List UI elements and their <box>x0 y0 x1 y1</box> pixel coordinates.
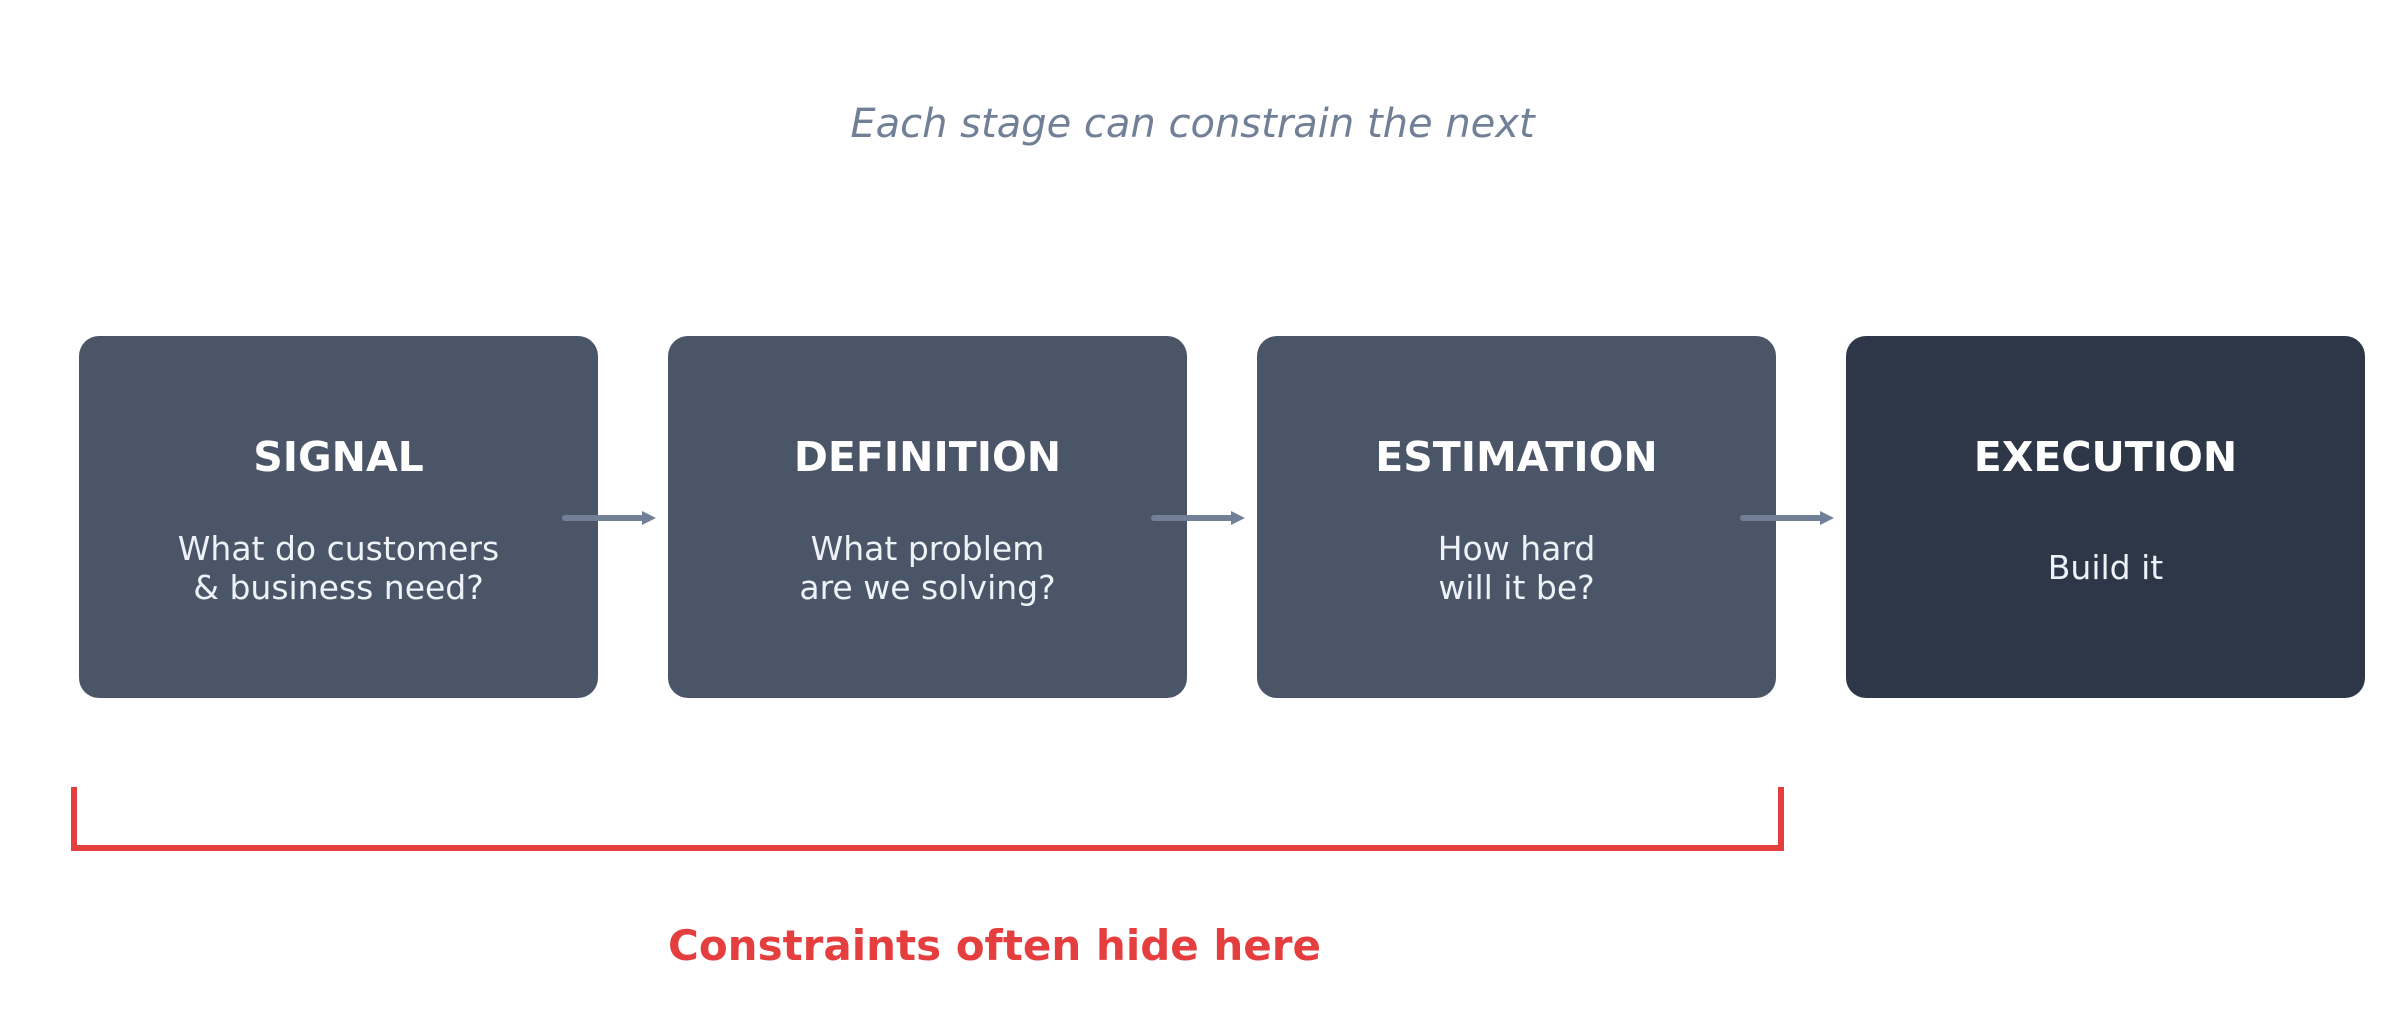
stage-description-estimation: How hard will it be? <box>1437 529 1596 607</box>
stage-box-execution <box>1846 336 2365 698</box>
stage-box-signal <box>79 336 598 698</box>
constraint-bracket <box>71 787 1784 851</box>
arrow-icon <box>562 511 656 525</box>
arrow-icon <box>1740 511 1834 525</box>
stage-description-signal: What do customers & business need? <box>177 529 500 607</box>
stage-name-execution: EXECUTION <box>1973 433 2238 481</box>
constraint-callout: Constraints often hide here <box>668 921 1321 970</box>
stage-name-definition: DEFINITION <box>793 433 1062 481</box>
arrow-icon <box>1151 511 1245 525</box>
stage-box-estimation <box>1257 336 1776 698</box>
diagram-title: Each stage can constrain the next <box>850 101 1535 147</box>
stage-description-execution: Build it <box>2047 548 2164 587</box>
stage-description-definition: What problem are we solving? <box>799 529 1056 607</box>
stage-name-signal: SIGNAL <box>253 433 424 481</box>
stage-box-definition <box>668 336 1187 698</box>
stage-name-estimation: ESTIMATION <box>1375 433 1658 481</box>
